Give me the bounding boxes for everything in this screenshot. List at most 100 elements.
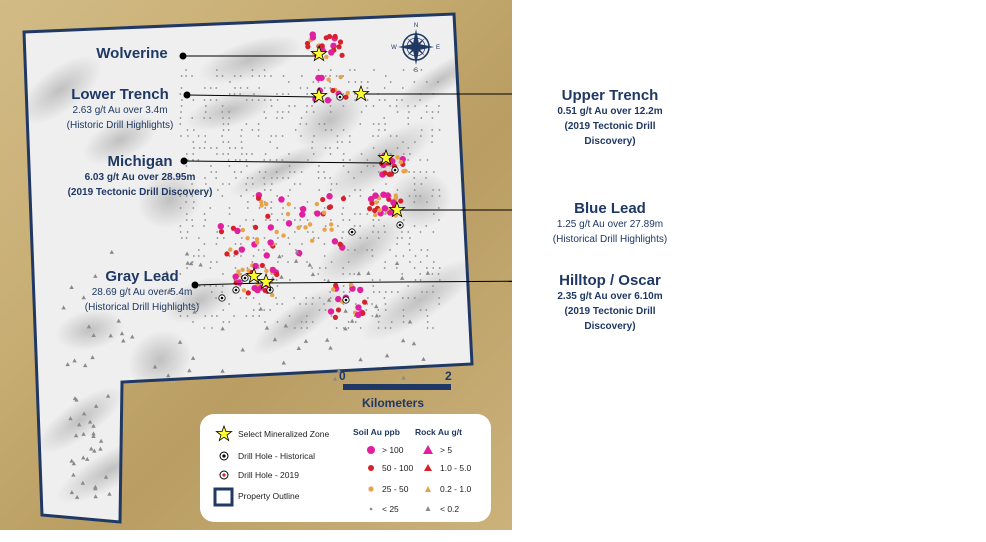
soil-sample-low — [276, 195, 279, 197]
soil-sample — [278, 196, 285, 203]
soil-sample-low — [281, 159, 284, 161]
soil-sample-low — [275, 243, 278, 245]
legend-soil-lt25 — [369, 507, 373, 511]
soil-sample-low — [419, 99, 421, 101]
rock-sample — [98, 438, 104, 443]
soil-sample — [327, 204, 334, 210]
soil-sample-low — [264, 219, 267, 221]
soil-sample-low — [419, 195, 421, 197]
soil-sample-low — [234, 267, 237, 269]
soil-sample-low — [389, 327, 392, 329]
soil-sample — [267, 239, 274, 246]
leader-lower-trench — [186, 94, 319, 98]
soil-sample-low — [221, 135, 223, 137]
soil-sample-low — [203, 327, 206, 329]
soil-sample-low — [377, 135, 380, 137]
soil-sample-low — [233, 255, 236, 257]
soil-sample — [319, 43, 325, 49]
soil-sample-low — [396, 243, 398, 245]
soil-sample-low — [197, 255, 200, 257]
soil-sample-low — [342, 165, 345, 167]
scale-end-label: 2 — [445, 369, 452, 383]
soil-sample-low — [228, 117, 231, 119]
soil-sample-low — [384, 327, 387, 329]
soil-sample-low — [366, 237, 369, 239]
soil-sample-low — [264, 117, 267, 119]
soil-sample-low — [318, 297, 321, 299]
soil-sample-low — [263, 75, 266, 77]
soil-sample-low — [323, 123, 326, 125]
soil-sample-low — [372, 135, 374, 137]
soil-sample-low — [431, 195, 434, 197]
rock-sample — [374, 304, 379, 309]
soil-sample-low — [377, 219, 380, 221]
soil-sample-low — [402, 309, 405, 311]
soil-sample-low — [329, 291, 332, 293]
soil-sample-low — [318, 165, 320, 167]
soil-sample-low — [228, 321, 231, 323]
soil-sample-low — [275, 159, 278, 161]
soil-sample-low — [276, 99, 279, 101]
soil-sample-low — [305, 321, 308, 323]
soil-sample-low — [336, 147, 339, 149]
soil-sample-low — [228, 255, 231, 257]
soil-sample-low — [396, 237, 399, 239]
soil-sample-low — [348, 141, 351, 143]
soil-sample-low — [270, 135, 273, 137]
rock-sample — [130, 334, 135, 339]
soil-sample — [245, 290, 251, 296]
soil-sample-low — [258, 87, 261, 89]
soil-sample-low — [432, 291, 434, 293]
rock-sample — [281, 360, 286, 365]
rock-sample — [108, 333, 113, 338]
soil-sample-low — [426, 321, 429, 323]
hillshade-ridge — [164, 276, 236, 324]
soil-sample-low — [305, 315, 308, 317]
rock-sample — [81, 431, 86, 436]
soil-sample-low — [239, 243, 242, 245]
zone-source-cont: Discovery) — [584, 136, 636, 147]
soil-sample-low — [287, 177, 290, 179]
soil-sample-low — [180, 105, 183, 107]
soil-sample-low — [366, 213, 369, 215]
rock-sample — [220, 368, 225, 373]
rock-sample — [166, 373, 171, 378]
soil-sample-low — [372, 105, 375, 107]
soil-sample-low — [407, 147, 410, 149]
soil-sample — [340, 196, 347, 202]
soil-sample — [335, 307, 342, 313]
soil-sample-low — [203, 285, 206, 287]
soil-sample-low — [426, 255, 428, 257]
soil-sample-low — [432, 327, 434, 329]
soil-sample-low — [228, 207, 231, 209]
soil-sample-low — [245, 315, 248, 317]
soil-sample-low — [263, 189, 266, 191]
soil-sample-low — [203, 225, 205, 227]
soil-sample-low — [300, 171, 303, 173]
soil-sample-low — [408, 249, 411, 251]
soil-sample-low — [251, 129, 254, 131]
soil-sample-low — [245, 153, 248, 155]
rock-sample — [240, 347, 245, 352]
soil-sample — [321, 210, 327, 215]
soil-sample-low — [281, 117, 284, 119]
soil-sample-low — [186, 315, 189, 317]
soil-sample-low — [359, 225, 362, 227]
soil-sample-low — [276, 321, 279, 323]
soil-sample-low — [222, 117, 224, 119]
soil-sample-low — [192, 255, 195, 257]
hillshade-ridge — [315, 215, 405, 285]
soil-sample-low — [282, 93, 284, 95]
soil-sample-low — [420, 183, 423, 185]
soil-sample-low — [264, 321, 266, 323]
legend-drill-2019: Drill Hole - 2019 — [238, 470, 299, 480]
leader-hilltop-oscar — [267, 280, 512, 284]
zone-name: Gray Lead — [105, 268, 179, 285]
soil-sample-low — [347, 81, 350, 83]
hillshade-ridge — [128, 329, 192, 391]
soil-sample-low — [312, 297, 314, 299]
soil-sample-low — [384, 213, 386, 215]
soil-sample-low — [384, 309, 387, 311]
zone-name: Hilltop / Oscar — [559, 272, 661, 289]
soil-sample-low — [210, 171, 213, 173]
